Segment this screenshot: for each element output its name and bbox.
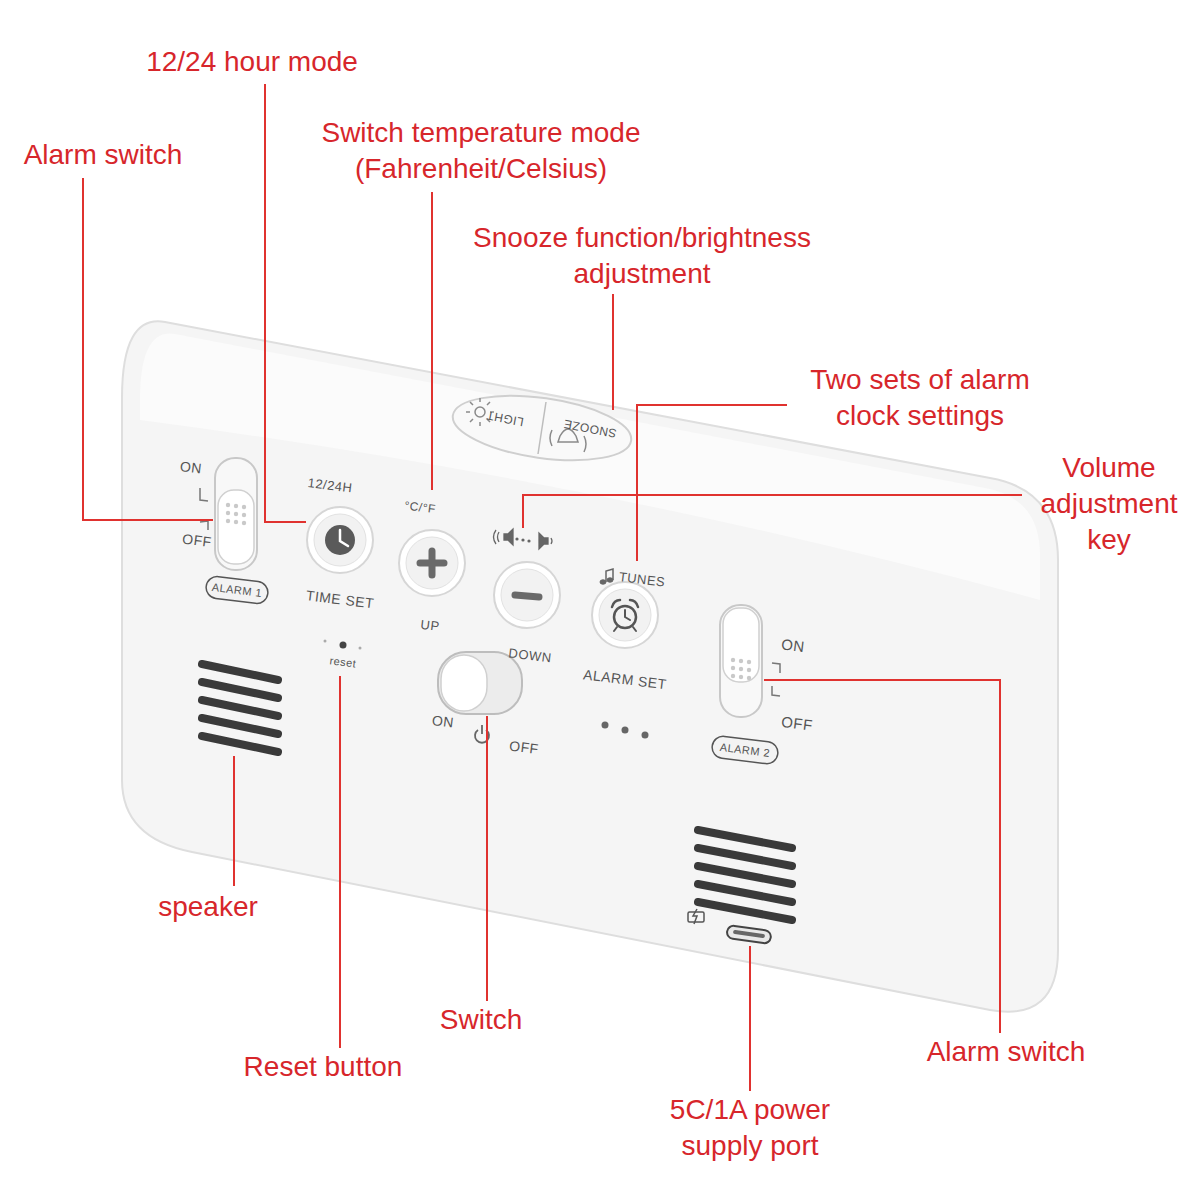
callout-label: 12/24 hour mode <box>122 44 382 80</box>
callout-label: Alarm switch <box>8 137 198 173</box>
note-symbol <box>600 569 613 584</box>
alarm-set-button <box>592 582 658 648</box>
callout-label: Volume adjustment key <box>1023 450 1195 558</box>
alarm-1-slider <box>200 458 269 605</box>
switch-position: ON <box>179 459 203 477</box>
callout-label: speaker <box>118 889 298 925</box>
alarm-2-slider <box>711 605 780 765</box>
down-button <box>494 562 560 628</box>
clock-housing <box>122 321 1058 1011</box>
callout-label: Switch <box>381 1002 581 1038</box>
switch-position: ON <box>780 636 805 655</box>
volume-icon <box>494 529 553 549</box>
button-legend: UP <box>420 618 441 635</box>
time-set-button <box>307 507 373 573</box>
reset-pinhole <box>324 640 362 650</box>
callout-label: 5C/1A power supply port <box>650 1092 850 1164</box>
switch-position: ON <box>431 713 455 731</box>
callout-label: Snooze function/brightness adjustment <box>442 220 842 292</box>
callout-label: Reset button <box>203 1049 443 1085</box>
callout-label: Switch temperature mode (Fahrenheit/Cels… <box>301 115 661 187</box>
usb-c-port <box>726 925 771 944</box>
speaker-grill <box>202 664 792 920</box>
callout-label: Alarm switch <box>901 1034 1111 1070</box>
indicator-dots <box>602 722 649 739</box>
callout-label: Two sets of alarm clock settings <box>785 362 1055 434</box>
snooze-pad <box>449 386 636 470</box>
up-button <box>399 530 465 596</box>
leader-line <box>83 84 1022 1091</box>
charge-icon <box>688 909 704 924</box>
